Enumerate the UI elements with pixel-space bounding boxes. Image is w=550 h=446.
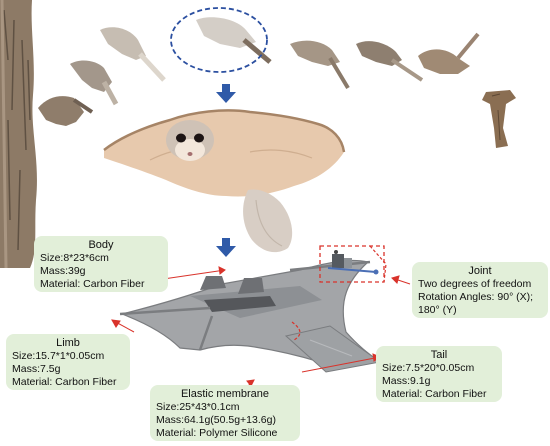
tail-mass: Mass:9.1g <box>382 375 431 387</box>
squirrel-pose-7 <box>418 32 480 74</box>
tail-size: Size:7.5*20*0.05cm <box>382 362 475 374</box>
limb-mass: Mass:7.5g <box>12 363 61 375</box>
glide-sequence <box>38 17 480 126</box>
body-material: Material: Carbon Fiber <box>40 278 145 290</box>
tail-title: Tail <box>430 349 448 361</box>
joint-detail-mechanism <box>327 250 379 275</box>
joint-rotation-x: Rotation Angles: 90° (X); <box>418 291 534 303</box>
body-title: Body <box>88 239 114 251</box>
body-mass: Mass:39g <box>40 265 86 277</box>
joint-title: Joint <box>468 265 492 277</box>
tree-trunk <box>0 0 37 269</box>
down-arrow-icon <box>216 238 236 257</box>
flying-squirrel-photo <box>103 109 346 253</box>
squirrel-pose-4-highlighted <box>196 17 272 64</box>
limb-size: Size:15.7*1*0.05cm <box>12 350 105 362</box>
squirrel-pose-3 <box>100 27 166 82</box>
glider-robot <box>119 259 382 373</box>
joint-dof: Two degrees of freedom <box>418 278 532 290</box>
body-size: Size:8*23*6cm <box>40 252 109 264</box>
joint-rotation-y: 180° (Y) <box>418 304 457 316</box>
limb-material: Material: Carbon Fiber <box>12 376 117 388</box>
limb-title: Limb <box>56 337 80 349</box>
squirrel-pose-6 <box>356 41 424 82</box>
down-arrow-icon <box>216 84 236 103</box>
limb-rod <box>119 306 211 316</box>
tail-material: Material: Carbon Fiber <box>382 388 487 400</box>
highlight-ellipse <box>170 7 268 73</box>
body-info-box: Body Size:8*23*6cm Mass:39g Material: Ca… <box>34 236 168 292</box>
squirrel-pose-5 <box>290 40 350 90</box>
limb-rod <box>289 260 371 272</box>
tail-info-box: Tail Size:7.5*20*0.05cm Mass:9.1g Materi… <box>376 346 502 402</box>
membrane-material: Material: Polymer Silicone <box>156 427 278 439</box>
branch <box>482 90 516 148</box>
limb-rod <box>198 315 214 351</box>
membrane-title: Elastic membrane <box>180 388 270 400</box>
limb-info-box: Limb Size:15.7*1*0.05cm Mass:7.5g Materi… <box>6 334 130 390</box>
membrane-size: Size:25*43*0.1cm <box>156 401 240 413</box>
membrane-info-box: Elastic membrane Size:25*43*0.1cm Mass:6… <box>150 385 300 441</box>
leader-lines <box>291 245 387 341</box>
joint-detail-frame <box>319 245 385 283</box>
joint-info-box: Joint Two degrees of freedom Rotation An… <box>412 262 548 318</box>
squirrel-pose-1 <box>38 96 94 126</box>
squirrel-pose-2 <box>70 60 119 106</box>
membrane-mass: Mass:64.1g(50.5g+13.6g) <box>156 414 276 426</box>
